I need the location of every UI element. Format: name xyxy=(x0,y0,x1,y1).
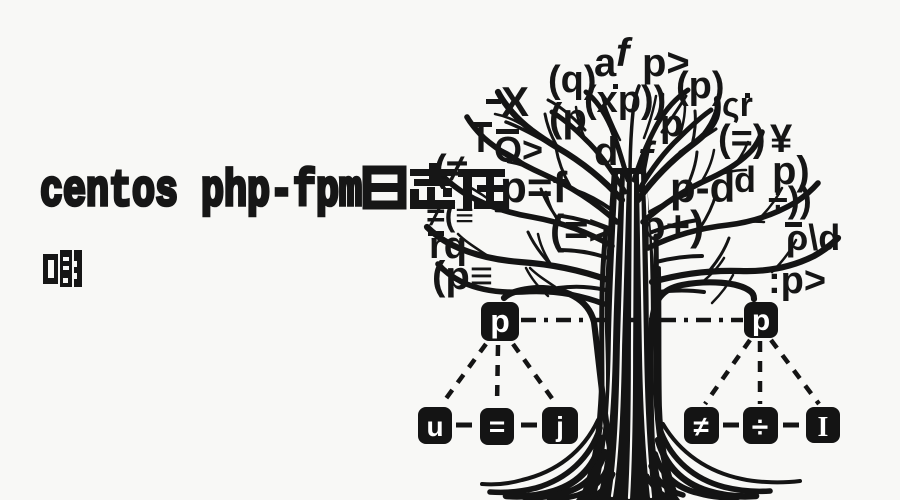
svg-text:p>: p> xyxy=(642,41,690,85)
svg-text:p: p xyxy=(660,103,683,145)
svg-text:I: I xyxy=(818,412,829,443)
svg-text:j: j xyxy=(555,411,564,442)
svg-text:(q): (q) xyxy=(548,59,597,101)
svg-text:O>: O> xyxy=(494,129,543,170)
svg-text:(=>: (=> xyxy=(550,206,613,253)
svg-text:p+): p+) xyxy=(640,202,704,249)
svg-text:(p): (p) xyxy=(676,65,725,107)
svg-text:a: a xyxy=(594,41,617,85)
svg-text:¥: ¥ xyxy=(770,117,793,161)
svg-text:d: d xyxy=(734,159,756,200)
svg-text:centos php-fpm: centos php-fpm xyxy=(40,164,362,221)
svg-text:X: X xyxy=(501,78,529,125)
svg-text:I: I xyxy=(476,119,486,160)
svg-text:ςr: ςr xyxy=(722,86,753,124)
svg-text:d: d xyxy=(594,130,618,174)
svg-text:p): p) xyxy=(772,149,810,193)
svg-text::p>: :p> xyxy=(768,260,826,302)
svg-text:f: f xyxy=(616,31,633,75)
svg-text:÷)): ÷)) xyxy=(768,179,812,220)
svg-text:≠: ≠ xyxy=(693,411,708,442)
svg-text:(p≡: (p≡ xyxy=(432,254,493,298)
svg-text:p: p xyxy=(752,304,770,337)
svg-text:p=f: p=f xyxy=(500,163,568,212)
svg-text:=: = xyxy=(489,411,505,442)
svg-text:p: p xyxy=(490,303,510,339)
svg-text:u: u xyxy=(426,411,443,442)
svg-text:(p: (p xyxy=(549,96,587,140)
svg-text:(=): (=) xyxy=(718,118,766,160)
svg-text:p-d: p-d xyxy=(670,164,735,211)
svg-text:(xp)): (xp)) xyxy=(584,79,666,121)
svg-text:f: f xyxy=(638,133,657,182)
svg-text:÷: ÷ xyxy=(752,411,768,444)
